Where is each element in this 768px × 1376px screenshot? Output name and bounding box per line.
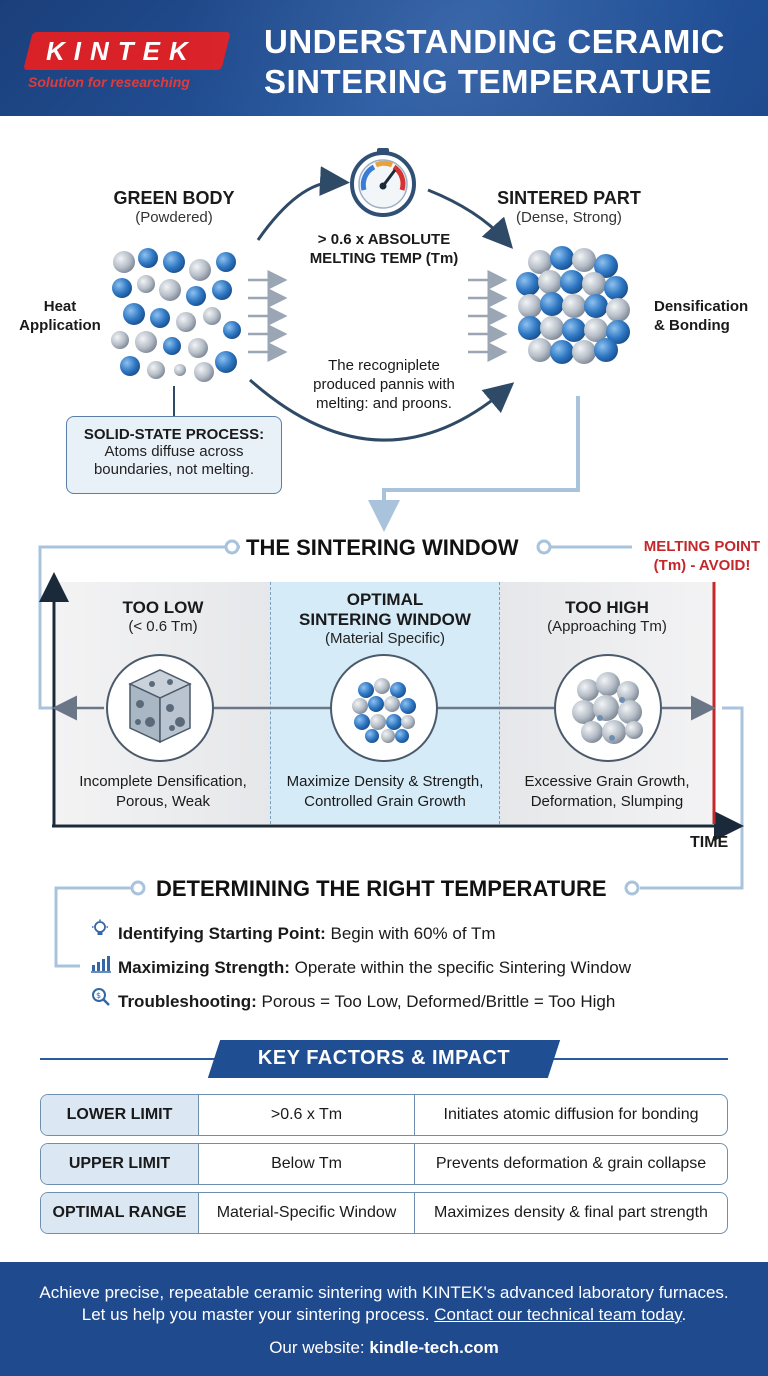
green-body-label: GREEN BODY (Powdered) <box>113 188 235 226</box>
logo-text: KINTEK <box>46 36 197 66</box>
contact-link[interactable]: Contact our technical team today <box>434 1305 682 1324</box>
website-link[interactable]: kindle-tech.com <box>369 1338 499 1357</box>
solid-state-callout: SOLID-STATE PROCESS: Atoms diffuse acros… <box>66 416 282 494</box>
window-frame-left <box>38 545 240 710</box>
bottom-arc-arrow <box>249 378 515 442</box>
top-arc-arrow <box>256 166 350 241</box>
magnifier-icon: $ <box>90 987 118 1012</box>
thermometer-gauge-icon <box>350 148 416 217</box>
top-arc-arrow-right <box>427 188 514 249</box>
bullet-troubleshooting: $ Troubleshooting: Porous = Too Low, Def… <box>90 987 615 1012</box>
sintered-part-particles <box>516 246 630 364</box>
dense-cube-icon <box>352 678 416 743</box>
connector-to-window <box>368 396 580 532</box>
lightbulb-icon <box>90 919 118 944</box>
sintering-window-title: THE SINTERING WINDOW <box>246 535 519 560</box>
kf-rule-left <box>40 1058 222 1060</box>
heat-arrows-left <box>248 270 288 362</box>
header-banner: KINTEK Solution for researching UNDERSTA… <box>0 0 768 116</box>
logo-tagline: Solution for researching <box>28 74 190 90</box>
heat-arrows-right <box>468 270 508 362</box>
grain-growth-icon <box>572 672 643 744</box>
footer-banner: Achieve precise, repeatable ceramic sint… <box>0 1262 768 1376</box>
heat-application-label: Heat Application <box>19 298 101 334</box>
densification-label: Densification & Bonding <box>654 298 749 334</box>
key-factors-title: KEY FACTORS & IMPACT <box>257 1047 511 1069</box>
table-row: UPPER LIMIT Below Tm Prevents deformatio… <box>40 1143 728 1185</box>
process-note: The recogniplete produced pannis with me… <box>313 357 455 412</box>
page-title: UNDERSTANDING CERAMIC SINTERING TEMPERAT… <box>264 23 725 100</box>
kf-rule-right <box>546 1058 728 1060</box>
porous-cube-icon <box>128 669 192 744</box>
green-body-particles <box>111 248 241 382</box>
determining-title: DETERMINING THE RIGHT TEMPERATURE <box>156 876 607 901</box>
footer-line-2: Let us help you master your sintering pr… <box>81 1305 687 1324</box>
melting-temp-label: > 0.6 x ABSOLUTE MELTING TEMP (Tm) <box>309 231 459 267</box>
time-axis-label: TIME <box>690 834 729 851</box>
footer-website: Our website: kindle-tech.com <box>269 1338 499 1357</box>
footer-line-1: Achieve precise, repeatable ceramic sint… <box>39 1283 729 1302</box>
bar-chart-icon <box>90 953 118 978</box>
bullet-starting-point: Identifying Starting Point: Begin with 6… <box>90 919 496 944</box>
svg-text:$: $ <box>96 991 101 1000</box>
melting-point-label: MELTING POINT (Tm) - AVOID! <box>643 538 761 574</box>
table-row: OPTIMAL RANGE Material-Specific Window M… <box>40 1192 728 1234</box>
table-row: LOWER LIMIT >0.6 x Tm Initiates atomic d… <box>40 1094 728 1136</box>
determining-frame-left <box>54 886 136 968</box>
window-frame-right <box>640 706 744 890</box>
bullet-maximizing-strength: Maximizing Strength: Operate within the … <box>90 953 631 978</box>
sintered-part-label: SINTERED PART (Dense, Strong) <box>497 188 641 226</box>
